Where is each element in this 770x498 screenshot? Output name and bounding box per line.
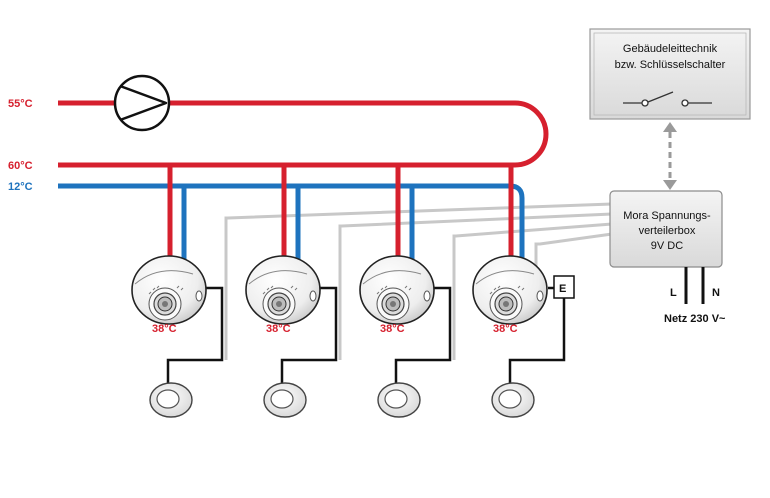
switch-icon [623,91,712,107]
voltage-distribution-box: Mora Spannungs- verteilerbox 9V DC [609,190,723,268]
control-cables [224,202,613,360]
voltbox-line-3: 9V DC [651,240,683,252]
pump-icon [113,74,171,132]
mains-leads [684,267,705,304]
cold-water-line [58,183,525,268]
shower-mixer-icon [359,255,435,325]
label-l: L [670,287,677,299]
e-module: E [553,275,575,299]
label-mixer-temp-2: 38°C [266,323,291,335]
mains-label: Netz 230 V~ [664,313,726,325]
label-mixer-temp-1: 38°C [152,323,177,335]
building-control-box: Gebäudeleittechnik bzw. Schlüsselschalte… [589,28,751,120]
control-knob-icon [491,382,535,418]
cable-mixer-2 [338,212,613,360]
shower-mixer-icon [131,255,207,325]
label-mixer-temp-4: 38°C [493,323,518,335]
label-mixer-temp-3: 38°C [380,323,405,335]
control-wires [166,286,566,384]
shower-mixer-icon [472,255,548,325]
voltbox-line-1: Mora Spannungs- [623,210,711,222]
voltbox-line-2: verteilerbox [639,225,696,237]
control-knob-icon [263,382,307,418]
control-knob-icon [377,382,421,418]
cable-mixer-3 [452,222,613,360]
building-line-2: bzw. Schlüsselschalter [615,59,726,71]
control-knob-icon [149,382,193,418]
signal-link [663,122,677,190]
building-line-1: Gebäudeleittechnik [623,43,718,55]
e-label: E [559,283,566,295]
hot-risers [167,165,514,262]
cable-mixer-1 [224,202,613,360]
hot-water-loop [58,100,549,168]
shower-mixer-icon [245,255,321,325]
cold-risers [181,186,415,262]
label-60c: 60°C [8,160,33,172]
label-n: N [712,287,720,299]
label-12c: 12°C [8,181,33,193]
label-55c: 55°C [8,98,33,110]
cable-mixer-4 [534,232,613,268]
